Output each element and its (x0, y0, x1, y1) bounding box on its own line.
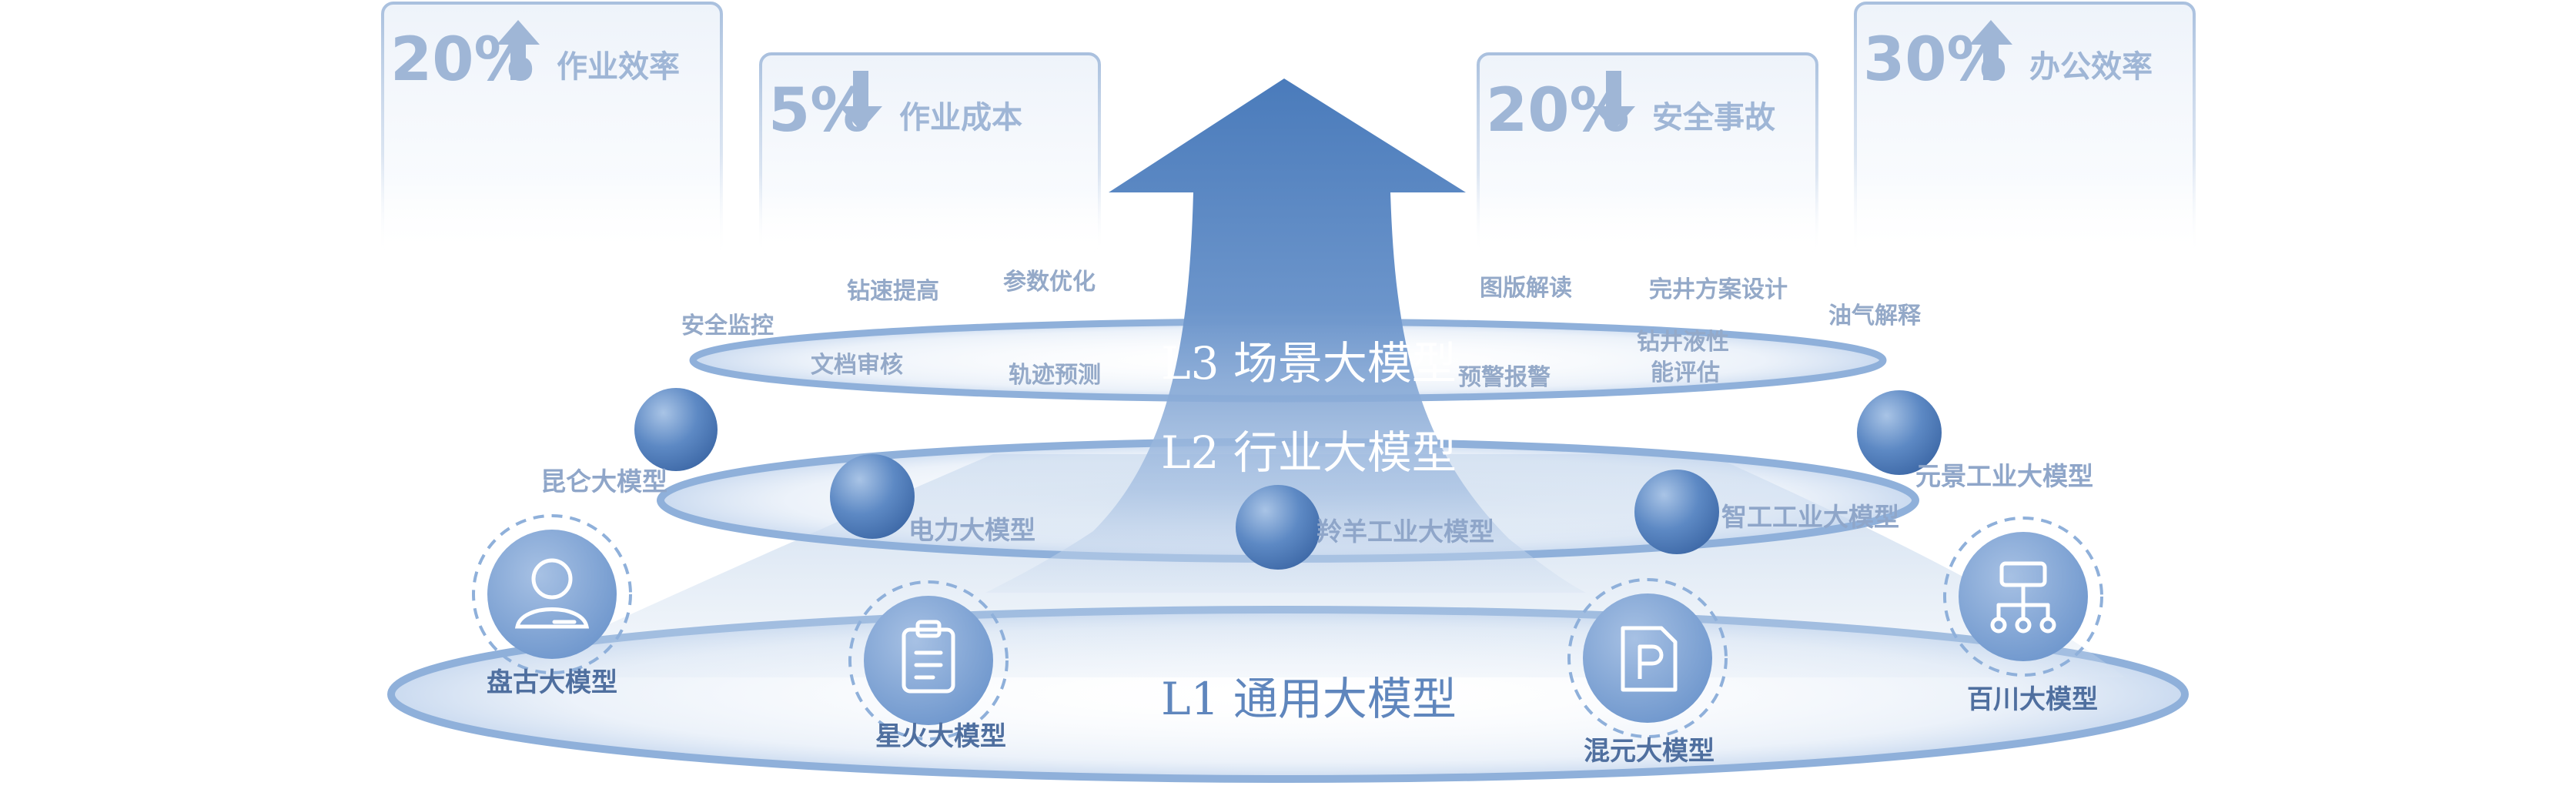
kpi-card-2: 20%安全事故 (1477, 52, 1818, 256)
l1-models: 盘古大模型 星火大模型 混元大模型 百川大模型 (472, 514, 2103, 767)
arrow-up-icon (497, 20, 540, 80)
l3-tag-right-5: 预警报警 (1458, 364, 1551, 391)
l2-model-label-0: 昆仑大模型 (540, 466, 667, 496)
l1-badge-0 (487, 530, 617, 659)
kpi-card-3: 30%办公效率 (1854, 2, 2196, 259)
l2-sphere-0 (634, 388, 718, 471)
l2-model-label-3: 智工工业大模型 (1721, 502, 1899, 532)
l3-tag-right-1: 完井方案设计 (1649, 276, 1788, 303)
kpi-card-bg-0 (381, 2, 723, 259)
l1-model-label-1: 星火大模型 (875, 721, 1006, 752)
kpi-card-bg-3 (1854, 2, 2196, 259)
l2-models: 昆仑大模型 电力大模型 羚羊工业大模型 智工工业大模型 元景工业大模型 (540, 388, 2093, 570)
kpi-card-0: 20%作业效率 (381, 2, 723, 259)
l1-badge-ring-0 (472, 514, 632, 674)
l1-badge-ring-3 (1943, 517, 2103, 677)
l2-model-label-2: 羚羊工业大模型 (1316, 517, 1494, 547)
tier-label-l2: L2 行业大模型 (1161, 426, 1457, 479)
kpi-card-bg-2 (1477, 52, 1818, 256)
l3-tag-left-4: 轨迹预测 (1009, 362, 1101, 389)
arrow-up-icon (1969, 20, 2012, 80)
l3-tag-right-4: 能评估 (1651, 359, 1720, 386)
l3-tag-right-0: 图版解读 (1480, 275, 1572, 302)
l2-sphere-4 (1857, 390, 1942, 475)
l2-model-label-1: 电力大模型 (908, 515, 1035, 545)
l3-tag-right-2: 油气解释 (1828, 303, 1922, 329)
kpi-label-3: 办公效率 (2029, 49, 2153, 85)
kpi-label-1: 作业成本 (899, 100, 1022, 135)
document-p-icon (1621, 626, 1678, 692)
kpi-label-0: 作业效率 (557, 49, 680, 85)
kpi-card-bg-1 (759, 52, 1101, 256)
tier-label-l3: L3 场景大模型 (1161, 337, 1457, 389)
l3-tag-left-0: 安全监控 (681, 313, 774, 339)
l1-badge-ring-1 (848, 580, 1009, 740)
clipboard-icon (902, 620, 955, 694)
person-icon (514, 558, 590, 629)
l2-model-label-4: 元景工业大模型 (1915, 461, 2093, 491)
l2-sphere-3 (1634, 470, 1719, 554)
kpi-card-1: 5%作业成本 (759, 52, 1101, 256)
l1-badge-1 (864, 596, 993, 725)
l1-badge-ring-2 (1567, 578, 1728, 738)
l1-model-label-3: 百川大模型 (1967, 684, 2098, 715)
kpi-label-2: 安全事故 (1652, 100, 1775, 135)
l1-badge-2 (1583, 593, 1712, 723)
tier-label-l1: L1 通用大模型 (1161, 673, 1457, 725)
l2-sphere-1 (830, 454, 915, 539)
l3-tag-left-3: 文档审核 (811, 352, 903, 379)
l3-tags: 安全监控 钻速提高 参数优化 文档审核 轨迹预测 图版解读 完井方案设计 油气解… (681, 269, 1922, 391)
hierarchy-icon (1990, 561, 2056, 634)
l1-model-label-2: 混元大模型 (1584, 736, 1715, 767)
central-arrow (985, 79, 1586, 593)
l3-tag-right-3: 钻井液性 (1637, 329, 1729, 356)
l3-tag-left-2: 参数优化 (1003, 269, 1096, 296)
l3-tag-left-1: 钻速提高 (847, 278, 939, 305)
l1-model-label-0: 盘古大模型 (487, 667, 617, 698)
arrow-down-icon (1592, 71, 1635, 131)
arrow-down-icon (839, 71, 882, 131)
l2-sphere-2 (1236, 485, 1320, 570)
